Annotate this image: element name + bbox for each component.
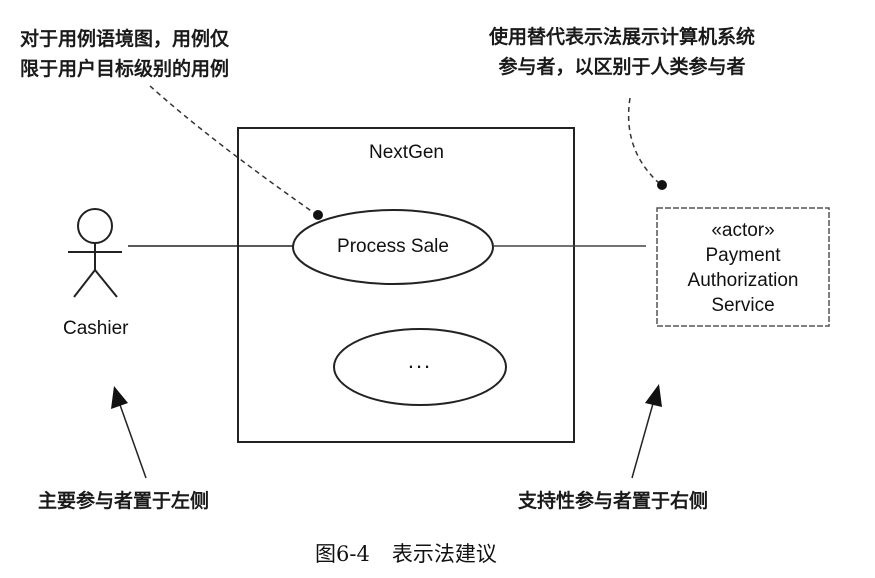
supporting-actor-name-line-3: Service	[711, 295, 775, 316]
use-case-process-sale-ellipse	[292, 209, 494, 285]
caption-title: 表示法建议	[391, 542, 497, 566]
note-bottom-right: 支持性参与者置于右侧	[518, 490, 709, 512]
note-leader-line-left	[149, 85, 318, 216]
arrow-line-supporting	[631, 399, 655, 479]
primary-actor-name: Cashier	[63, 318, 129, 339]
supporting-actor-name-line-2: Authorization	[687, 270, 799, 291]
supporting-actor-name-line-1: Payment	[705, 245, 781, 266]
stick-figure-icon	[68, 208, 122, 298]
caption-number: 图6-4	[315, 542, 370, 566]
leader-dot-left	[313, 210, 323, 220]
supporting-actor-label: «actor» Payment Authorization Service	[657, 218, 829, 318]
arrowhead-primary	[111, 386, 128, 409]
note-top-right-line-1: 使用替代表示法展示计算机系统	[488, 26, 755, 48]
use-case-process-sale-label: Process Sale	[337, 236, 449, 257]
note-bottom-left: 主要参与者置于左侧	[38, 490, 210, 512]
figure-caption: 图6-4 表示法建议	[315, 538, 497, 568]
use-case-ellipsis-label: ...	[407, 348, 433, 373]
use-case-ellipsis-ellipse	[333, 328, 507, 406]
note-top-left-line-2: 限于用户目标级别的用例	[20, 58, 230, 80]
system-name: NextGen	[369, 142, 444, 163]
note-top-left: 对于用例语境图，用例仅 限于用户目标级别的用例	[20, 24, 229, 84]
note-top-left-line-1: 对于用例语境图，用例仅	[20, 28, 230, 50]
note-top-right-line-2: 参与者，以区别于人类参与者	[498, 56, 746, 78]
note-leader-line-right	[627, 97, 661, 185]
system-boundary	[237, 127, 575, 443]
leader-dot-right	[657, 180, 667, 190]
supporting-actor-stereotype: «actor»	[711, 220, 775, 241]
supporting-actor-box	[656, 207, 830, 327]
arrowhead-supporting	[645, 384, 662, 407]
arrow-line-primary	[118, 401, 147, 479]
note-top-right: 使用替代表示法展示计算机系统 参与者，以区别于人类参与者	[452, 22, 792, 82]
